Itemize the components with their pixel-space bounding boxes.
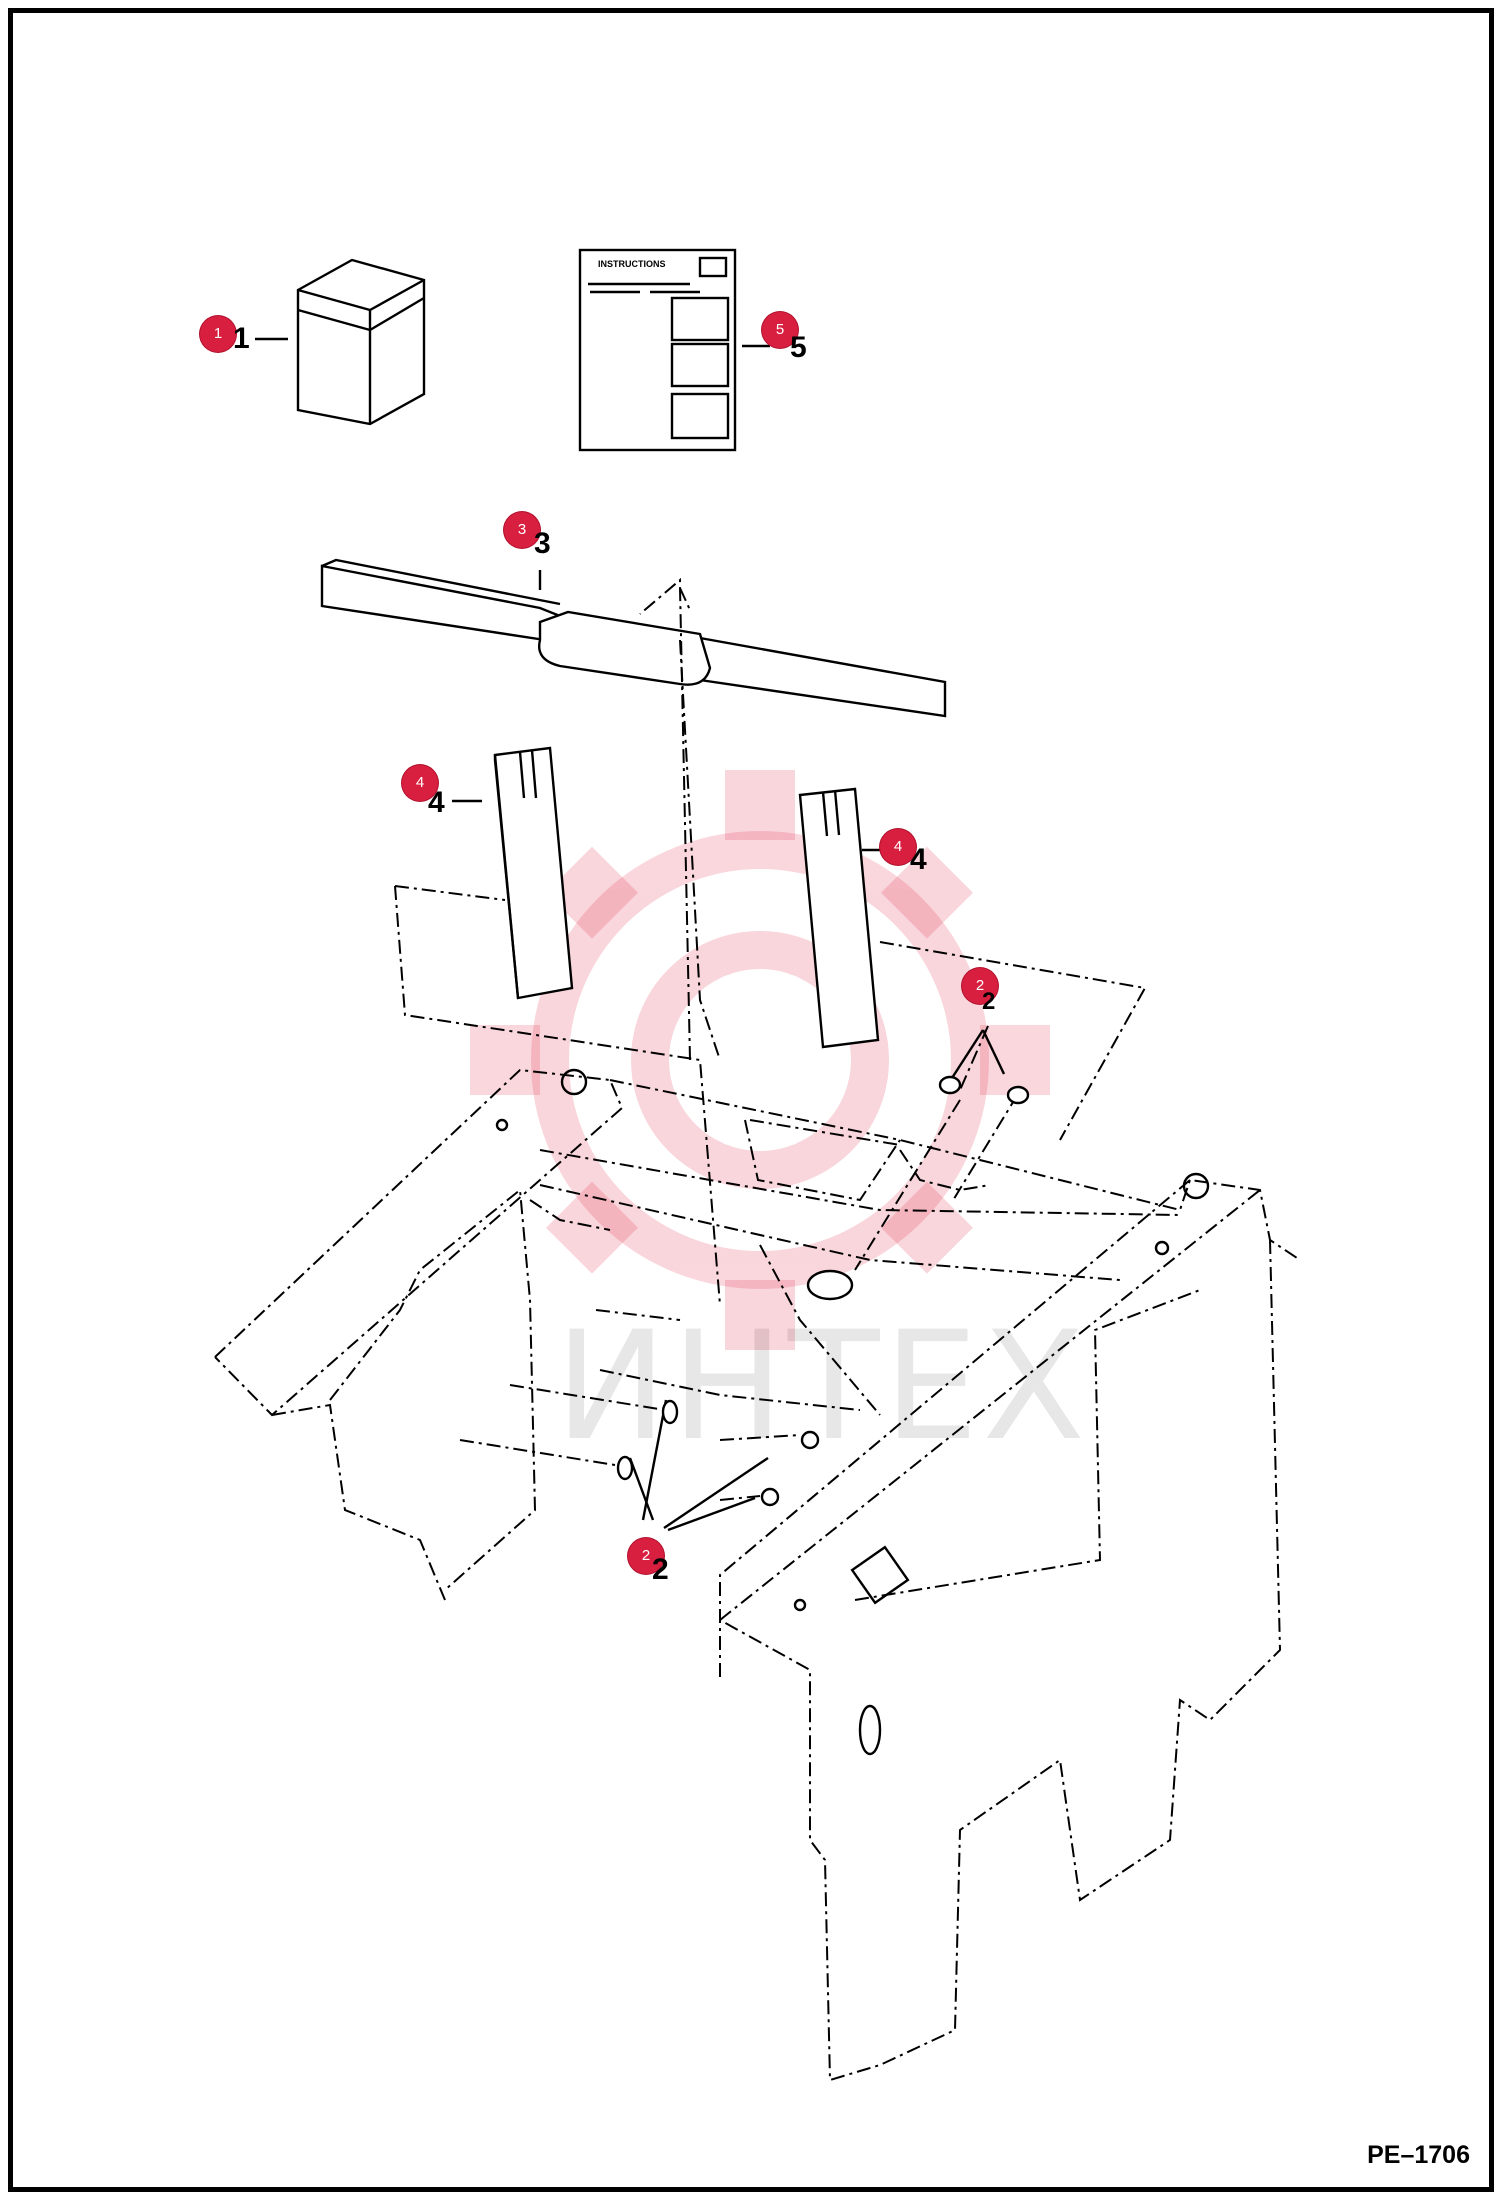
part-1-box — [255, 258, 426, 426]
watermark-gear-logo — [531, 831, 989, 1289]
callout-badge-4-right[interactable]: 4 — [880, 829, 916, 865]
part-5-instruction-sheet — [578, 248, 770, 452]
part-3-crossbar — [320, 558, 947, 718]
callout-number-2-upper: 2 — [982, 988, 996, 1015]
watermark-gear-teeth — [470, 770, 1050, 1350]
fasteners — [616, 1075, 1030, 1507]
part-4-left-column — [452, 746, 574, 1000]
callout-number-4-left: 4 — [428, 786, 445, 819]
callout-number-3: 3 — [534, 527, 551, 560]
callout-badge-5[interactable]: 5 — [762, 312, 798, 348]
main-frame — [214, 1068, 1301, 2082]
callout-badge-4-left[interactable]: 4 — [402, 765, 438, 801]
callout-number-5: 5 — [790, 331, 807, 364]
callout-badge-2-lower[interactable]: 2 — [628, 1538, 664, 1574]
callout-number-2-lower: 2 — [652, 1553, 669, 1586]
drawing-frame — [8, 8, 1494, 2192]
watermark-text: ИНТЕХ — [555, 1300, 1090, 1474]
callout-number-1: 1 — [233, 322, 250, 355]
callout-badge-3[interactable]: 3 — [504, 512, 540, 548]
callout-number-4-right: 4 — [910, 843, 927, 876]
instructions-sheet-title: INSTRUCTIONS — [598, 259, 666, 269]
assembly-lines — [394, 577, 1147, 1532]
part-4-right-column — [798, 787, 890, 1049]
callout-badge-1[interactable]: 1 — [200, 316, 236, 352]
drawing-code: PE–1706 — [1367, 2141, 1470, 2169]
callout-badge-2-upper[interactable]: 2 — [962, 968, 998, 1004]
